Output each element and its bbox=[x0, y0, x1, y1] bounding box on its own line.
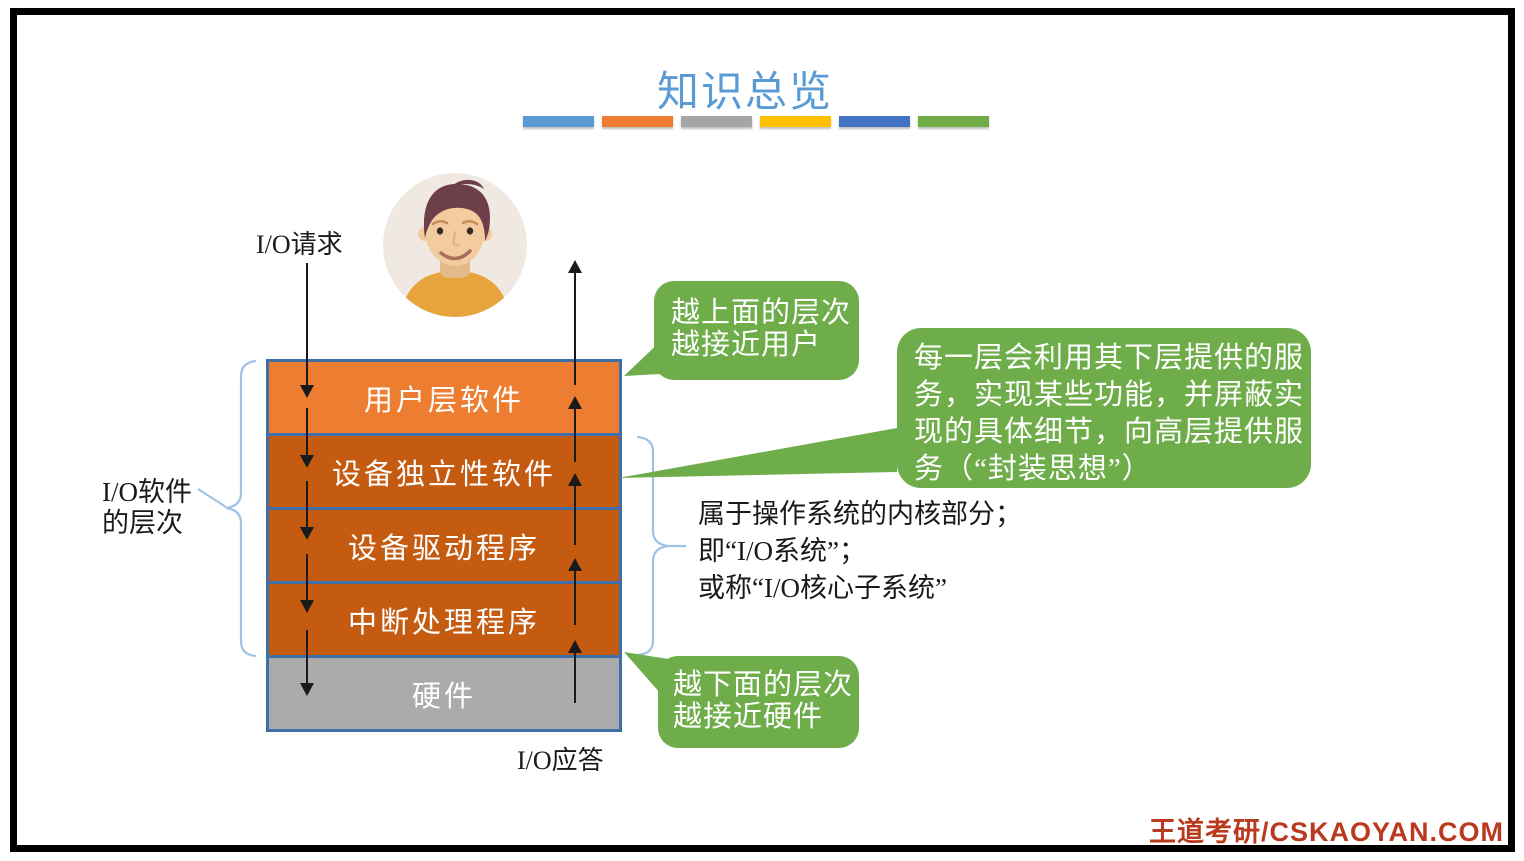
user-avatar bbox=[383, 173, 527, 317]
avatar-brow-left bbox=[431, 220, 449, 226]
io-software-levels-label-line1: I/O软件 bbox=[102, 477, 192, 507]
callout-encapsulation-line2: 务，实现某些功能，并屏蔽实 bbox=[914, 379, 1305, 411]
callout-closer-to-hardware-line2: 越接近硬件 bbox=[673, 701, 824, 733]
title-accent-bars bbox=[523, 116, 989, 127]
avatar-brow-right bbox=[461, 220, 479, 226]
callout-encapsulation-line1: 每一层会利用其下层提供的服 bbox=[914, 342, 1305, 374]
callout-closer-to-hardware: 越下面的层次 越接近硬件 bbox=[658, 656, 859, 748]
io-reply-label: I/O应答 bbox=[517, 746, 604, 775]
accent-bar-blue bbox=[523, 116, 594, 127]
callout-encapsulation-line4: 务（“封装思想”） bbox=[914, 453, 1152, 485]
left-brace-connector bbox=[197, 488, 227, 508]
left-brace bbox=[197, 359, 257, 658]
layer-hardware: 硬件 bbox=[269, 655, 619, 729]
callout-closer-to-user-line2: 越接近用户 bbox=[671, 329, 822, 361]
callout-encapsulation-line3: 现的具体细节，向高层提供服 bbox=[914, 416, 1305, 448]
io-software-stack: 用户层软件 设备独立性软件 设备驱动程序 中断处理程序 硬件 bbox=[266, 359, 622, 732]
layer-device-independent-software: 设备独立性软件 bbox=[269, 433, 619, 507]
callout-closer-to-user: 越上面的层次 越接近用户 bbox=[654, 281, 859, 380]
layer-device-driver: 设备驱动程序 bbox=[269, 507, 619, 581]
io-software-levels-label: I/O软件 的层次 bbox=[102, 477, 192, 539]
callout-closer-to-hardware-line1: 越下面的层次 bbox=[673, 669, 854, 701]
page-title: 知识总览 bbox=[656, 70, 833, 116]
up-arrowhead-5 bbox=[568, 260, 582, 273]
avatar-mouth bbox=[439, 249, 472, 261]
kernel-note-line1: 属于操作系统的内核部分； bbox=[698, 499, 1022, 529]
avatar-eye-left bbox=[436, 227, 444, 235]
io-request-label: I/O请求 bbox=[256, 230, 343, 259]
callout-encapsulation: 每一层会利用其下层提供的服 务，实现某些功能，并屏蔽实 现的具体细节，向高层提供… bbox=[897, 328, 1311, 488]
kernel-note-line3: 或称“I/O核心子系统” bbox=[698, 573, 947, 603]
io-software-levels-label-line2: 的层次 bbox=[102, 508, 183, 538]
accent-bar-orange bbox=[602, 116, 673, 127]
layer-interrupt-handler: 中断处理程序 bbox=[269, 581, 619, 655]
right-brace bbox=[636, 435, 686, 657]
accent-bar-darkblue bbox=[839, 116, 910, 127]
accent-bar-gray bbox=[681, 116, 752, 127]
right-callout-tail bbox=[618, 428, 897, 478]
avatar-shirt bbox=[400, 271, 510, 317]
callout-closer-to-user-line1: 越上面的层次 bbox=[671, 297, 852, 329]
layer-user-software: 用户层软件 bbox=[269, 362, 619, 433]
accent-bar-green bbox=[918, 116, 989, 127]
kernel-note: 属于操作系统的内核部分； 即“I/O系统”； 或称“I/O核心子系统” bbox=[698, 496, 1022, 607]
avatar-hair bbox=[423, 179, 490, 241]
watermark: 王道考研/CSKAOYAN.COM bbox=[1148, 817, 1504, 847]
kernel-note-line2: 即“I/O系统”； bbox=[698, 536, 866, 566]
avatar-eye-right bbox=[466, 227, 474, 235]
accent-bar-gold bbox=[760, 116, 831, 127]
avatar-nose bbox=[452, 231, 460, 246]
